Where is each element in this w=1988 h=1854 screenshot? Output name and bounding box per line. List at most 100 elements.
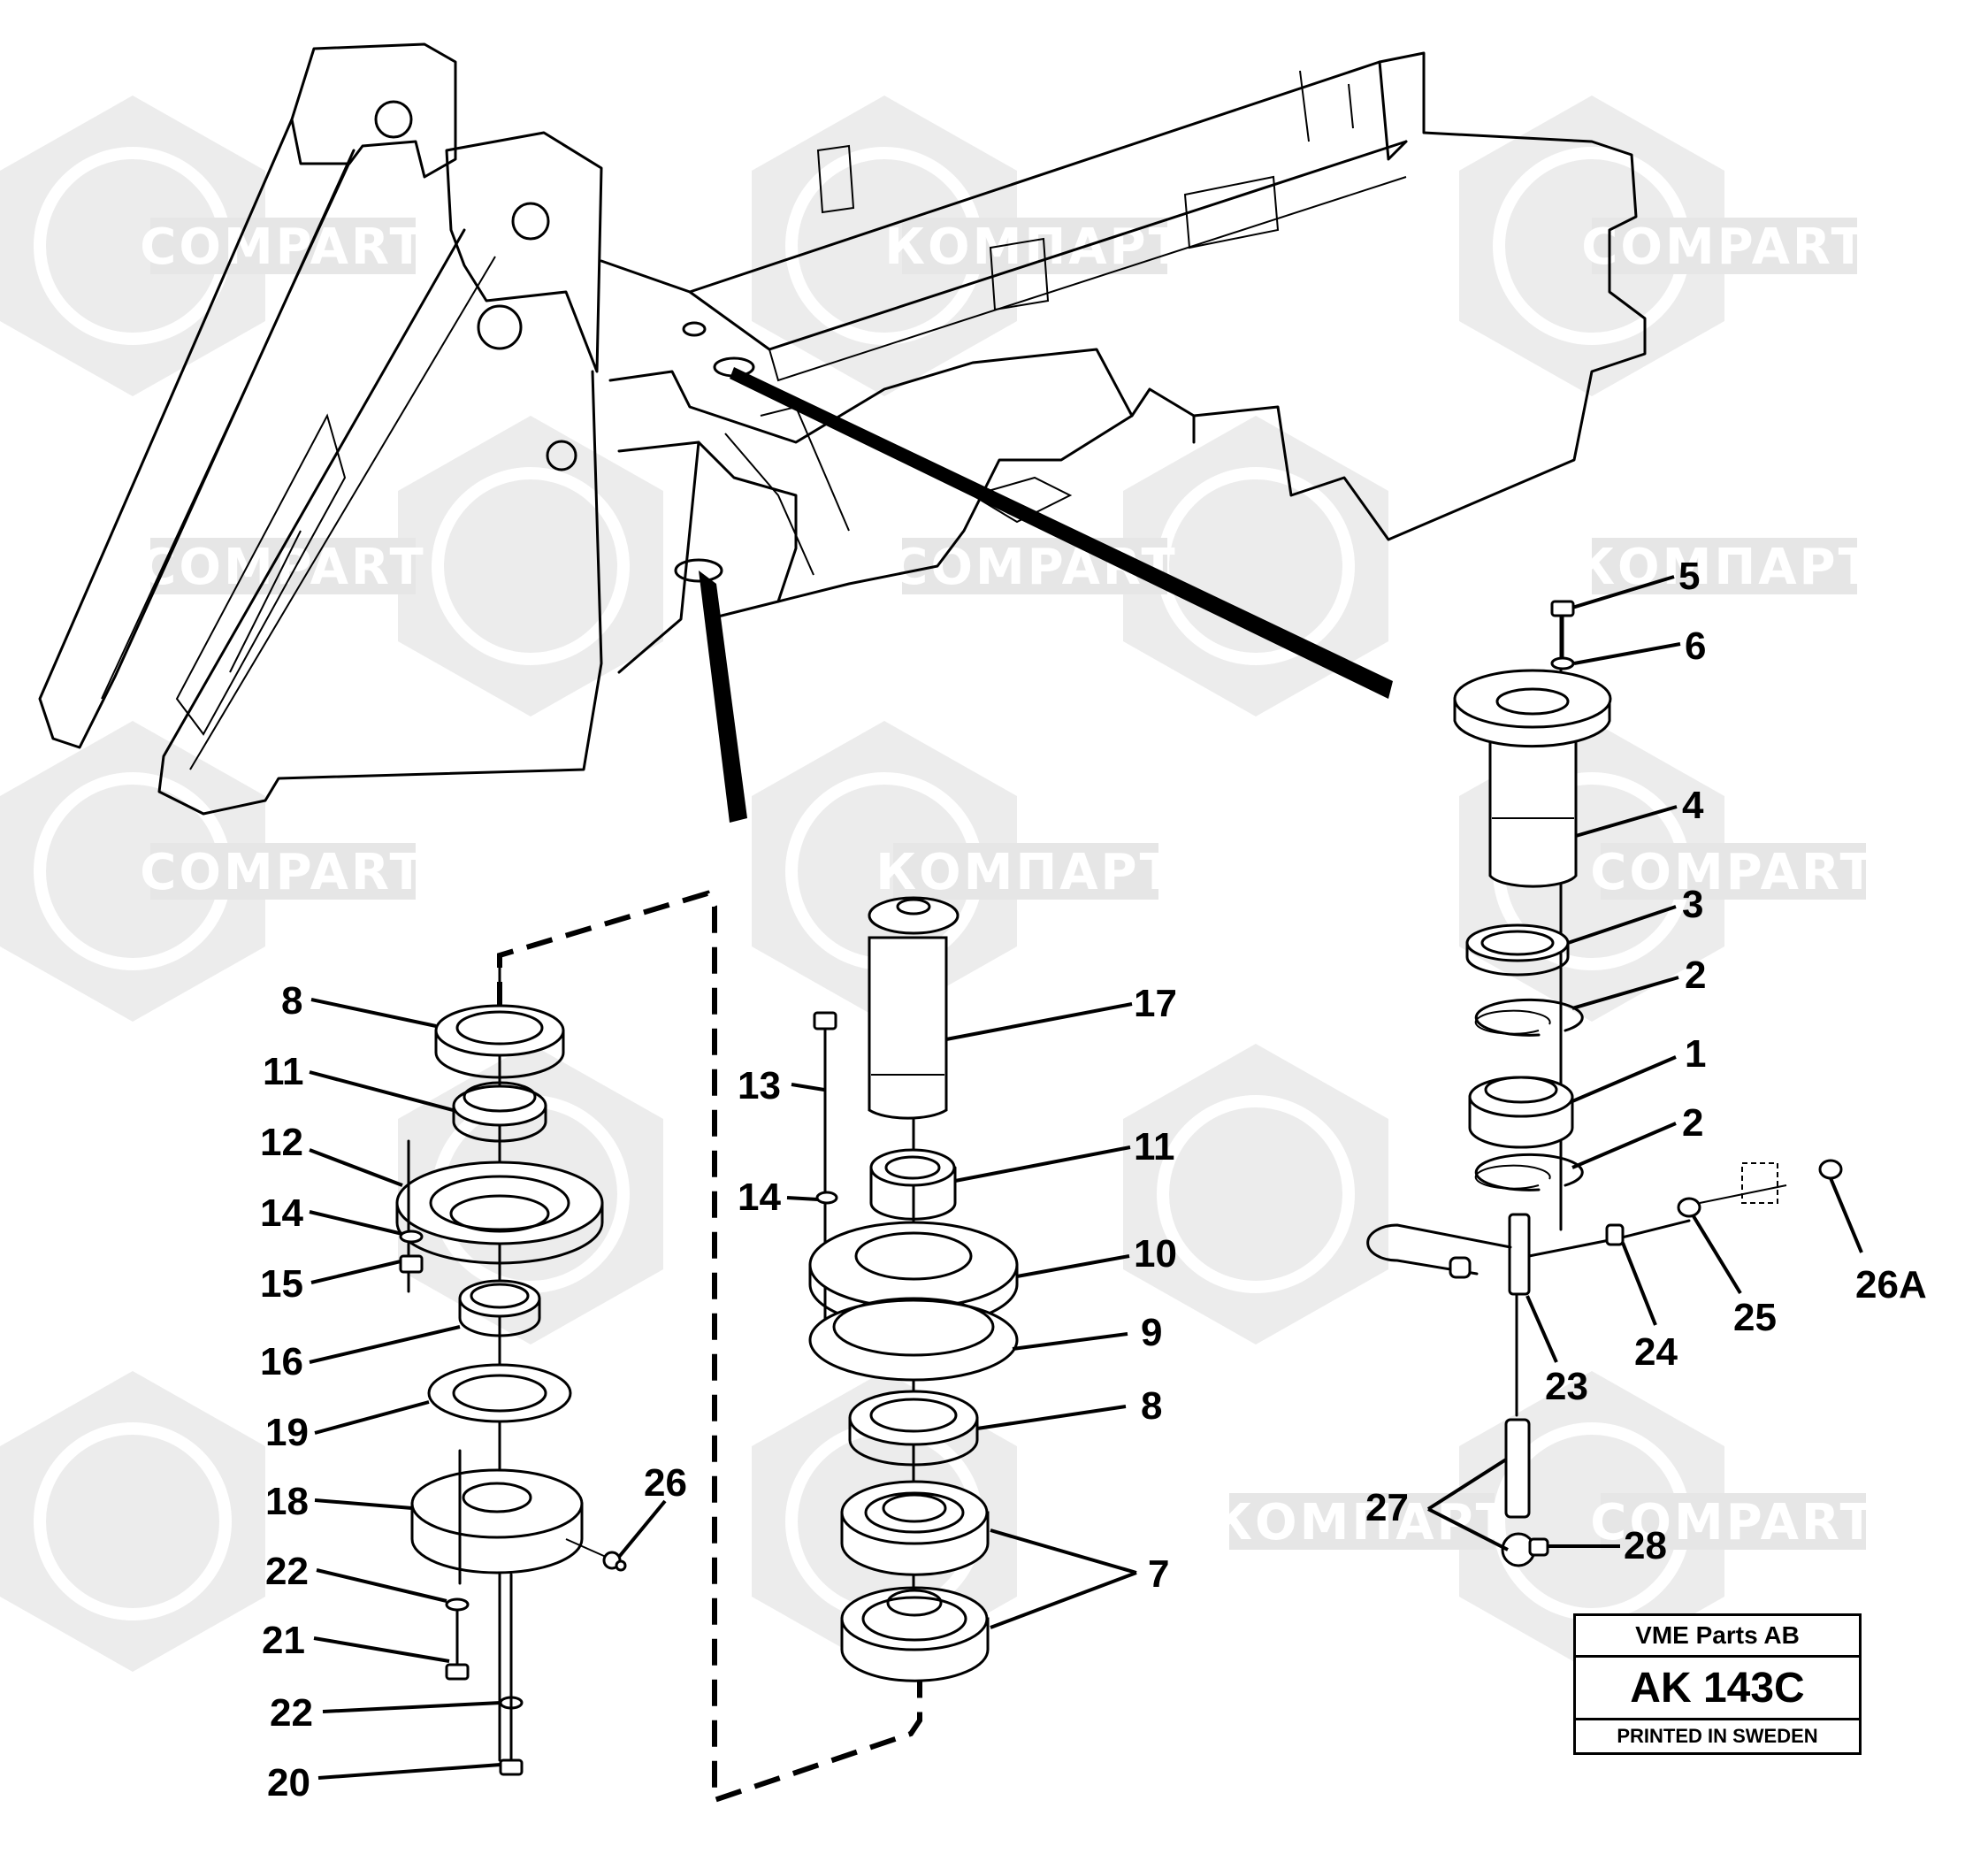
part-bushing-11-center [869,1148,957,1221]
watermark-logo-ring [1157,1095,1355,1293]
callout-20: 20 [267,1761,310,1804]
callout-13: 13 [738,1064,781,1107]
watermark-logo [752,721,1017,1022]
watermark-text: COMPART [1590,844,1876,901]
watermark-text: КОМПАРТ [1212,1494,1512,1551]
callout-10: 10 [1134,1232,1177,1276]
leader-lines [309,575,1863,1780]
title-printed: PRINTED IN SWEDEN [1617,1725,1818,1747]
part-bolt-20 [499,1758,524,1776]
callout-21: 21 [262,1619,305,1662]
part-pin-4 [1453,669,1612,888]
part-seal-ring-3 [1465,923,1570,977]
part-flange-12 [395,1139,604,1293]
callout-8-left: 8 [281,979,302,1023]
loader-frame-illustration [38,42,1647,823]
callout-11-left: 11 [263,1050,304,1093]
part-housing-18 [410,1449,584,1585]
watermark-logo [0,721,265,1022]
callout-22-lower: 22 [270,1691,313,1735]
callout-9: 9 [1141,1311,1162,1354]
watermark-text: COMPART [1590,1494,1876,1551]
callout-23: 23 [1545,1365,1588,1408]
callout-17: 17 [1134,982,1177,1025]
part-pin-17 [868,896,960,1120]
callout-12: 12 [260,1121,303,1164]
title-drawing-number: AK 143C [1576,1658,1859,1720]
part-circlip-2-upper [1474,998,1584,1037]
callout-7: 7 [1148,1552,1169,1596]
part-elbow-28 [1501,1532,1549,1567]
callout-5: 5 [1678,555,1700,598]
callout-14-left: 14 [260,1191,303,1235]
callout-15: 15 [260,1262,303,1306]
watermark-logo [0,96,265,396]
watermark-logo [1123,1044,1388,1345]
watermark-text: COMPART [140,218,425,276]
part-nut-15 [399,1254,424,1274]
part-tube-27 [1504,1418,1531,1519]
part-bushing-11-left [452,1081,547,1143]
callout-6: 6 [1685,624,1706,668]
watermark-bar [893,843,1158,900]
watermark-bar [902,218,1167,274]
center-assembly [808,896,1019,1682]
callout-22-upper: 22 [265,1550,309,1593]
part-tee-fitting-23 [1366,1159,1843,1296]
watermark-bar [1601,843,1866,900]
callout-19: 19 [265,1411,309,1454]
right-assembly [1366,600,1843,1567]
part-gasket-19 [427,1363,572,1423]
watermark-logo [0,1371,265,1672]
part-bolt-5 [1550,600,1575,617]
left-assembly [395,954,627,1776]
watermark-text: COMPART [140,844,425,901]
callout-8-center: 8 [1141,1384,1162,1428]
callout-11-center: 11 [1134,1125,1175,1168]
part-circlip-2-lower [1474,1153,1584,1191]
part-nut-25 [1677,1197,1701,1218]
part-gasket-9 [808,1297,1019,1382]
part-washer-22a [445,1597,470,1612]
part-bearing-7-lower [840,1586,990,1682]
callout-2-lower: 2 [1682,1101,1703,1145]
part-seal-ring-8-center [848,1390,979,1467]
part-bearing-7-upper [840,1480,990,1576]
callout-27: 27 [1365,1486,1409,1529]
watermark-bar [1601,1493,1866,1550]
part-washer-6 [1550,656,1575,670]
watermark-bar [1592,538,1857,594]
watermark-logo-ring [34,1422,232,1620]
callout-26: 26 [644,1461,687,1505]
callout-16: 16 [260,1340,303,1383]
watermark-text: КОМПАРТ [875,844,1176,901]
part-washer-14-left [399,1230,424,1244]
part-bolt-21 [445,1663,470,1681]
watermark-bar [150,218,416,274]
callout-28: 28 [1624,1524,1667,1567]
title-block: VME Parts AB AK 143C PRINTED IN SWEDEN [1573,1613,1862,1755]
callout-1: 1 [1685,1032,1706,1076]
watermark-bar [1592,218,1857,274]
callout-labels: 5 6 4 3 2 1 2 26A 24 25 23 27 28 17 13 1… [260,555,1927,1804]
watermark-text: КОМПАРТ [1574,539,1875,596]
part-flange-10 [808,1221,1019,1329]
dashed-enclosure [497,890,922,1804]
watermark-text: COMPART [1581,218,1867,276]
callout-25: 25 [1733,1296,1777,1339]
callout-3: 3 [1682,883,1703,926]
callout-18: 18 [265,1480,309,1523]
part-bearing-1 [1468,1076,1574,1149]
title-company: VME Parts AB [1576,1616,1859,1658]
callout-14-center: 14 [738,1176,781,1219]
callout-2-upper: 2 [1685,954,1706,997]
watermark-text-layer: COMPART КОМПАРТ COMPART COMPART COMPART КОМПА… [140,218,1876,1551]
callout-24: 24 [1634,1330,1678,1374]
watermark-logo-ring [432,467,630,665]
watermark-bar [150,843,416,900]
part-grease-nipple-26a [1818,1159,1843,1180]
watermark-logo [1123,416,1388,716]
callout-26a: 26A [1855,1263,1927,1306]
part-grease-nipple-26 [565,1538,627,1572]
